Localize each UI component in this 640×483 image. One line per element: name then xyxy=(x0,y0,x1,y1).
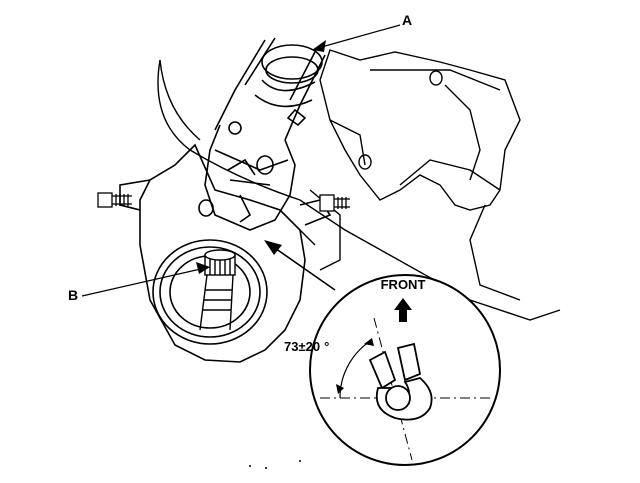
steering-gearbox xyxy=(119,143,332,363)
steering-joint-shaft xyxy=(198,37,326,231)
front-direction-arrow xyxy=(394,298,412,322)
inset-leader-arrow xyxy=(264,240,336,291)
callout-b: B xyxy=(68,262,210,303)
angle-tolerance-symbol: ± xyxy=(298,339,305,354)
angled-reference-line xyxy=(373,317,413,461)
right-mounting-bolt xyxy=(319,194,350,212)
housing-outline xyxy=(157,49,561,321)
callout-a-label: A xyxy=(402,12,412,28)
callout-a: A xyxy=(312,12,412,52)
callout-b-label: B xyxy=(68,287,78,303)
angle-unit: ° xyxy=(324,339,329,354)
angle-tolerance: 20 xyxy=(306,339,320,354)
left-mounting-bolt xyxy=(97,192,132,208)
pinion-end-section xyxy=(368,342,433,421)
detail-inset: FRONT 73±20 ° xyxy=(284,274,501,466)
scan-specks xyxy=(249,460,301,469)
angle-label: 73±20 ° xyxy=(284,339,329,354)
angle-value: 73 xyxy=(284,339,298,354)
front-label: FRONT xyxy=(381,277,426,292)
pinion-shaft xyxy=(199,249,236,331)
